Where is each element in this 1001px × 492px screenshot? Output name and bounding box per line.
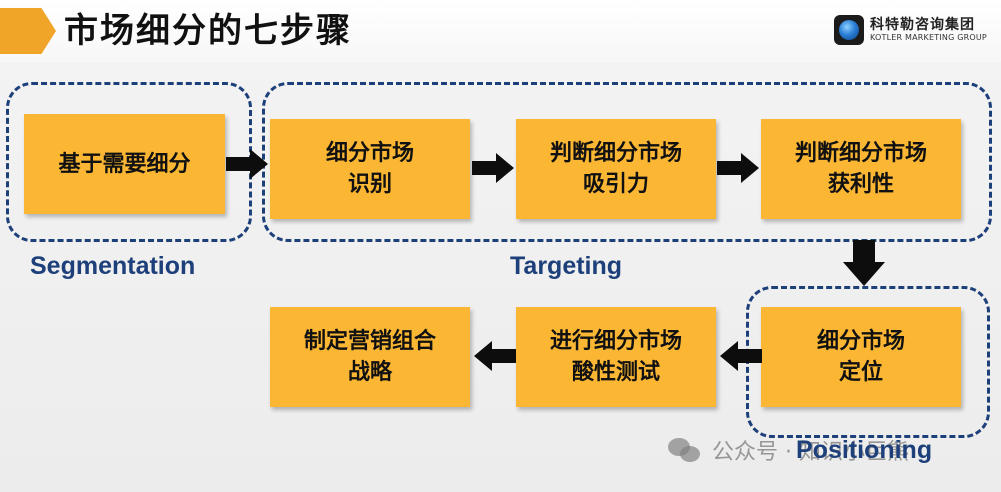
wechat-watermark: 公众号 · 知识小巨熊 xyxy=(668,430,909,470)
arrow-right-3-icon xyxy=(717,153,759,183)
arrow-left-2-icon xyxy=(474,341,516,371)
step-6-box: 进行细分市场 酸性测试 xyxy=(516,307,716,407)
arrow-right-1-icon xyxy=(226,149,268,179)
watermark-text: 公众号 · 知识小巨熊 xyxy=(712,440,909,465)
step-4-box: 判断细分市场 获利性 xyxy=(761,119,961,219)
arrow-right-2-icon xyxy=(472,153,514,183)
title-bar: 市场细分的七步骤 科特勒咨询集团 KOTLER MARKETING GROUP xyxy=(0,0,1001,62)
segmentation-label: Segmentation xyxy=(30,252,196,280)
wechat-icon xyxy=(668,436,702,464)
targeting-label: Targeting xyxy=(510,252,623,280)
step-7-box: 制定营销组合 战略 xyxy=(270,307,470,407)
globe-logo-icon xyxy=(834,15,864,45)
kotler-logo: 科特勒咨询集团 KOTLER MARKETING GROUP xyxy=(834,14,994,48)
arrow-left-1-icon xyxy=(720,341,762,371)
positioning-label: Positioning xyxy=(796,436,933,464)
page-title: 市场细分的七步骤 xyxy=(64,11,352,51)
logo-english-name: KOTLER MARKETING GROUP xyxy=(870,33,987,42)
step-1-box: 基于需要细分 xyxy=(24,114,225,214)
title-accent-arrow xyxy=(0,8,56,54)
step-5-box: 细分市场 定位 xyxy=(761,307,961,407)
logo-chinese-name: 科特勒咨询集团 xyxy=(870,17,975,33)
step-3-box: 判断细分市场 吸引力 xyxy=(516,119,716,219)
arrow-down-icon xyxy=(843,240,885,286)
step-2-box: 细分市场 识别 xyxy=(270,119,470,219)
